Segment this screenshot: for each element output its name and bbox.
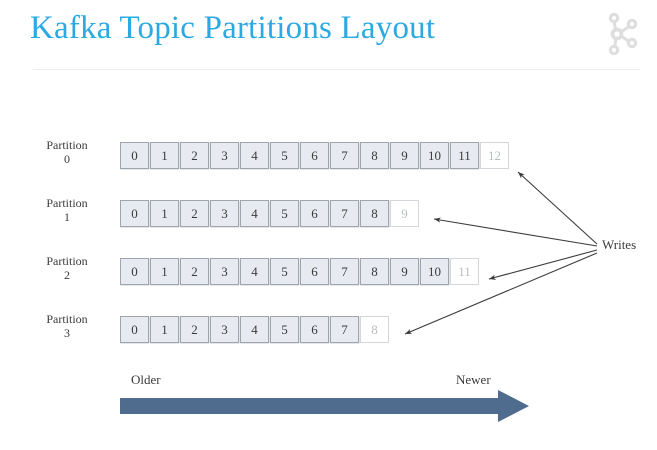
message-cell: 2 <box>180 200 209 227</box>
partition-cells: 0 1 2 3 4 5 6 7 8 9 10 11 <box>120 258 479 285</box>
next-offset-cell: 9 <box>390 200 419 227</box>
partition-row: Partition 0 0 1 2 3 4 5 6 7 8 9 10 11 12 <box>0 138 657 176</box>
message-cell: 4 <box>240 316 269 343</box>
partition-row: Partition 1 0 1 2 3 4 5 6 7 8 9 <box>0 196 657 234</box>
message-cell: 5 <box>270 316 299 343</box>
message-cell: 0 <box>120 316 149 343</box>
message-cell: 4 <box>240 142 269 169</box>
partition-label-name: Partition <box>46 196 88 210</box>
next-offset-cell: 11 <box>450 258 479 285</box>
partition-label-index: 1 <box>64 210 70 224</box>
message-cell: 3 <box>210 142 239 169</box>
message-cell: 1 <box>150 200 179 227</box>
partition-label-index: 2 <box>64 268 70 282</box>
title-divider <box>33 69 640 70</box>
message-cell: 4 <box>240 258 269 285</box>
partition-row: Partition 2 0 1 2 3 4 5 6 7 8 9 10 11 <box>0 254 657 292</box>
message-cell: 9 <box>390 142 419 169</box>
message-cell: 0 <box>120 200 149 227</box>
message-cell: 0 <box>120 258 149 285</box>
message-cell: 8 <box>360 200 389 227</box>
partition-cells: 0 1 2 3 4 5 6 7 8 <box>120 316 389 343</box>
older-label: Older <box>131 372 161 387</box>
partition-label-name: Partition <box>46 312 88 326</box>
next-offset-cell: 12 <box>480 142 509 169</box>
message-cell: 10 <box>420 258 449 285</box>
partition-label: Partition 0 <box>27 138 107 166</box>
partition-label: Partition 1 <box>27 196 107 224</box>
message-cell: 6 <box>300 200 329 227</box>
partition-label-index: 3 <box>64 326 70 340</box>
message-cell: 2 <box>180 258 209 285</box>
message-cell: 7 <box>330 316 359 343</box>
message-cell: 4 <box>240 200 269 227</box>
message-cell: 3 <box>210 258 239 285</box>
message-cell: 1 <box>150 258 179 285</box>
message-cell: 1 <box>150 142 179 169</box>
message-cell: 8 <box>360 258 389 285</box>
message-cell: 6 <box>300 142 329 169</box>
partition-label-index: 0 <box>64 152 70 166</box>
message-cell: 7 <box>330 258 359 285</box>
message-cell: 6 <box>300 316 329 343</box>
time-direction-arrow-icon <box>120 390 529 422</box>
slide-header: Kafka Topic Partitions Layout <box>0 0 657 76</box>
next-offset-cell: 8 <box>360 316 389 343</box>
partition-cells: 0 1 2 3 4 5 6 7 8 9 10 11 12 <box>120 142 509 169</box>
message-cell: 3 <box>210 200 239 227</box>
newer-label: Newer <box>456 372 491 387</box>
partition-label-name: Partition <box>46 138 88 152</box>
message-cell: 8 <box>360 142 389 169</box>
message-cell: 3 <box>210 316 239 343</box>
kafka-logo-icon <box>599 10 645 58</box>
message-cell: 5 <box>270 200 299 227</box>
message-cell: 2 <box>180 316 209 343</box>
message-cell: 2 <box>180 142 209 169</box>
message-cell: 7 <box>330 200 359 227</box>
partition-row: Partition 3 0 1 2 3 4 5 6 7 8 <box>0 312 657 350</box>
time-axis: Older Newer <box>0 372 657 442</box>
partition-label: Partition 2 <box>27 254 107 282</box>
writes-label: Writes <box>602 237 637 252</box>
message-cell: 9 <box>390 258 419 285</box>
message-cell: 0 <box>120 142 149 169</box>
partition-label-name: Partition <box>46 254 88 268</box>
partition-cells: 0 1 2 3 4 5 6 7 8 9 <box>120 200 419 227</box>
message-cell: 5 <box>270 258 299 285</box>
partitions-diagram: Partition 0 0 1 2 3 4 5 6 7 8 9 10 11 12… <box>0 76 657 450</box>
message-cell: 5 <box>270 142 299 169</box>
message-cell: 7 <box>330 142 359 169</box>
partition-label: Partition 3 <box>27 312 107 340</box>
page-title: Kafka Topic Partitions Layout <box>30 10 436 46</box>
message-cell: 6 <box>300 258 329 285</box>
message-cell: 1 <box>150 316 179 343</box>
message-cell: 10 <box>420 142 449 169</box>
message-cell: 11 <box>450 142 479 169</box>
